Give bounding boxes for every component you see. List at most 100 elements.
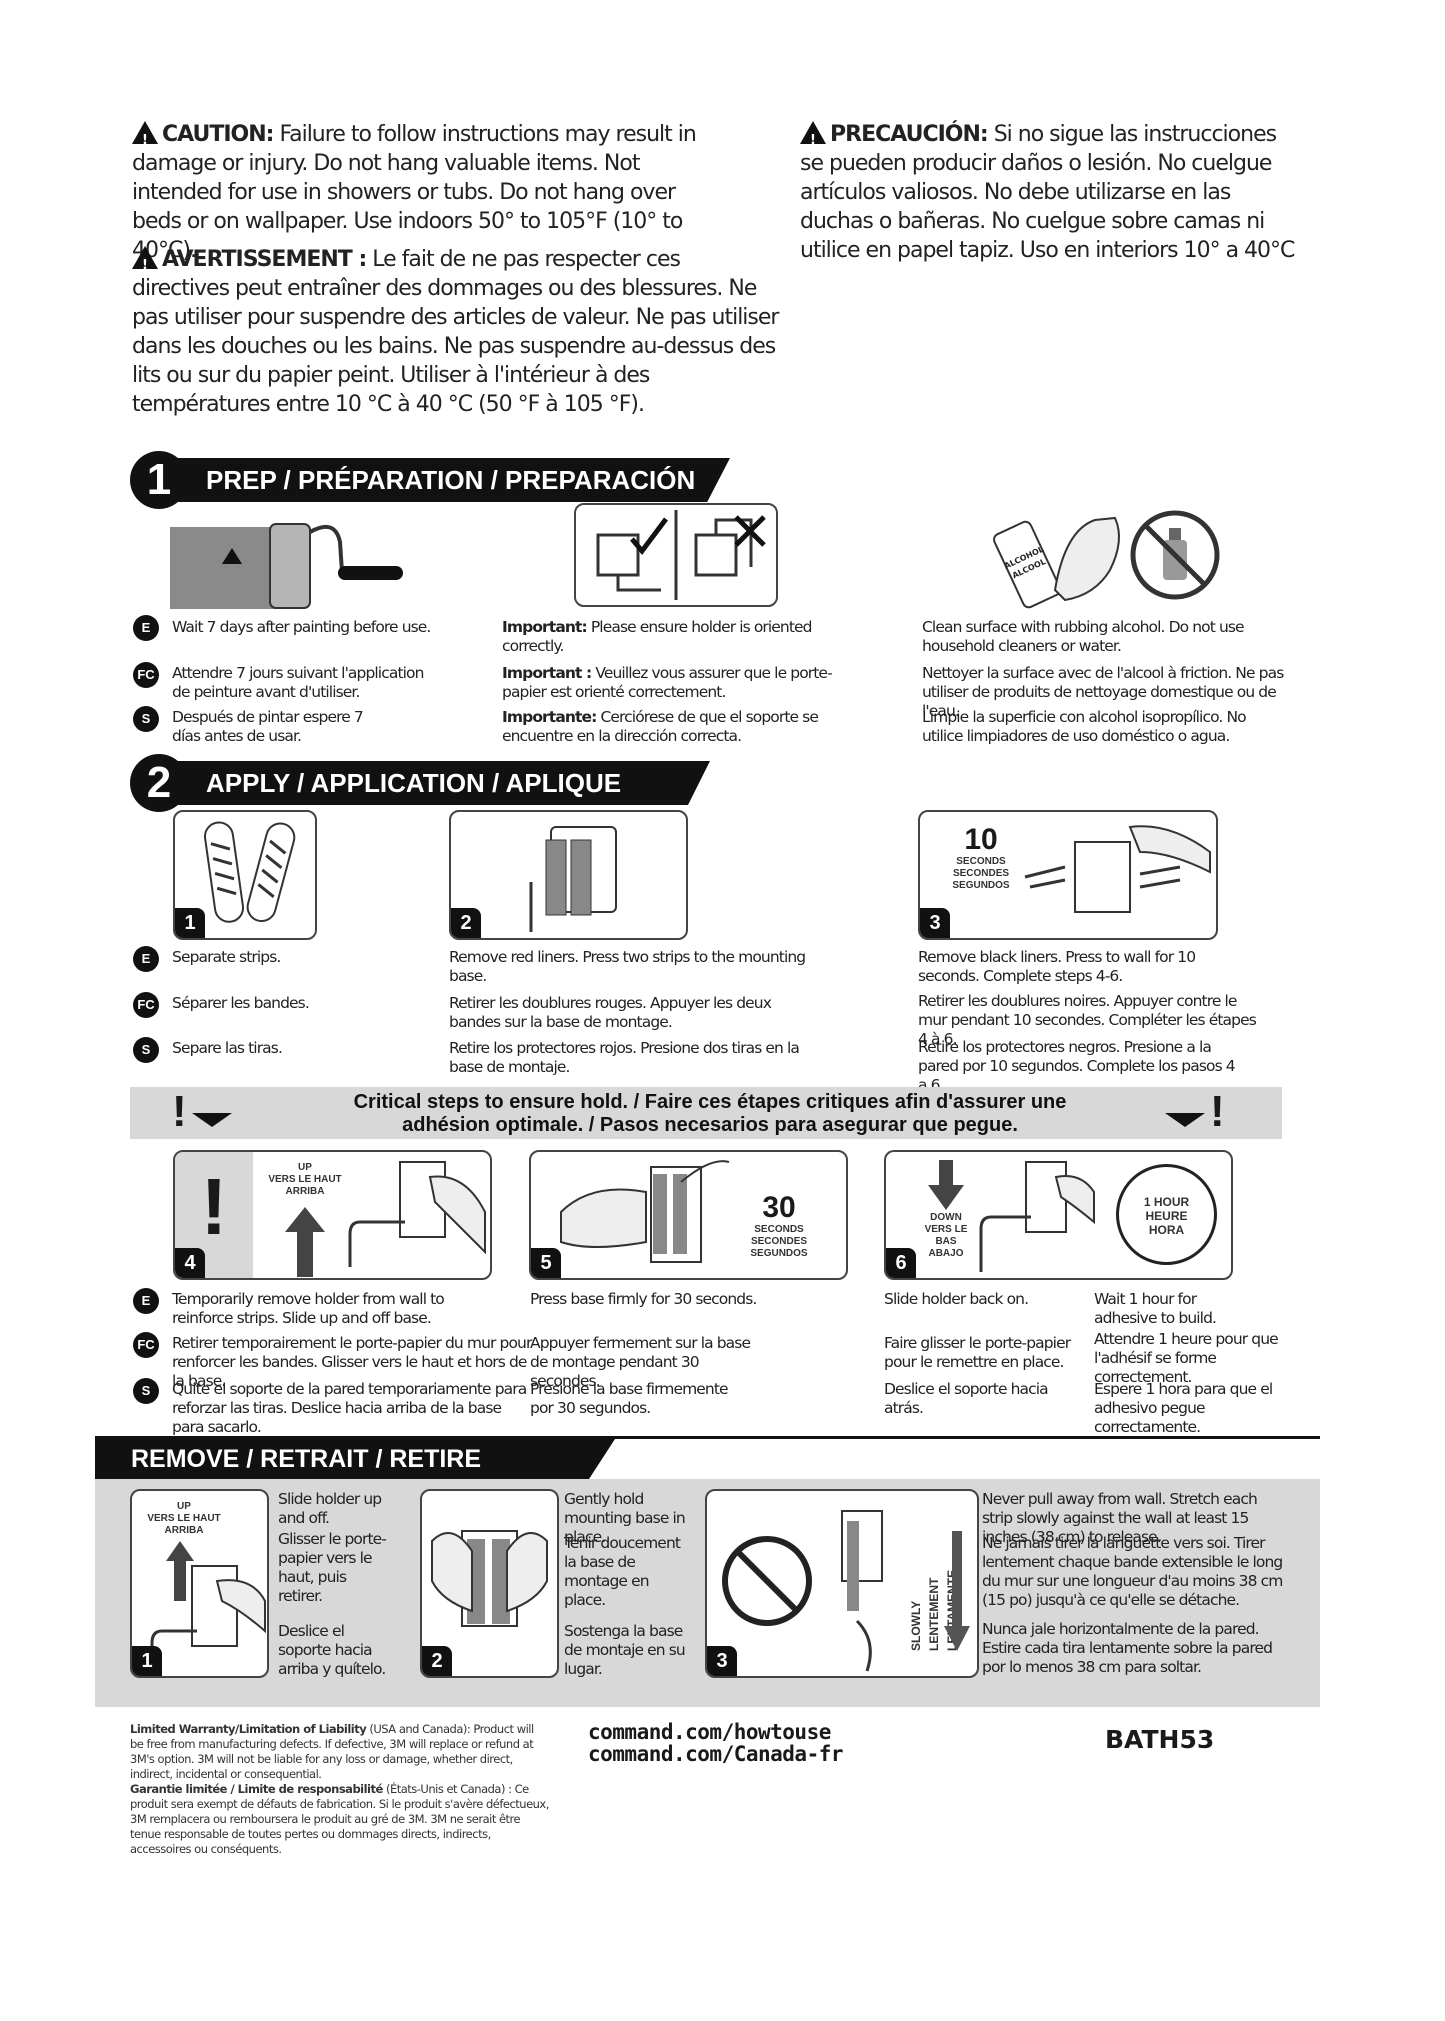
seconds-label-en: SECONDS	[754, 1224, 804, 1235]
s2-step2-en: Remove red liners. Press two strips to t…	[449, 948, 806, 985]
remove-step1-number: 1	[132, 1646, 162, 1676]
slide-back-illustration	[979, 1161, 1095, 1272]
s2-step3-fr: Retirer les doublures noires. Appuyer co…	[918, 992, 1257, 1048]
remove-holder-illustration	[348, 1161, 486, 1267]
warranty-en: Limited Warranty/Limitation of Liability…	[130, 1722, 534, 1781]
s2-step1-en: Separate strips.	[172, 948, 281, 966]
section1-title: PREP / PRÉPARATION / PREPARACIÓN	[206, 465, 696, 495]
lang-badge-en: E	[133, 1288, 159, 1314]
remove-step2-fr: Tenir doucement la base de montage en pl…	[564, 1534, 681, 1609]
critical-step4-number: 4	[175, 1248, 205, 1278]
lang-badge-es: S	[133, 706, 159, 732]
critical-step5-panel: 30 SECONDS SECONDES SEGUNDOS 5	[529, 1150, 848, 1280]
caution-en: CAUTION: Failure to follow instructions …	[132, 118, 722, 265]
section1-number: 1	[130, 451, 188, 509]
critical-step4-panel: ! UP VERS LE HAUT ARRIBA 4	[173, 1150, 492, 1280]
apply-step1-panel: 1	[173, 810, 317, 940]
paint-roller-illustration	[170, 523, 403, 609]
s6-wait-es: Espere 1 hora para que el adhesivo pegue…	[1094, 1380, 1273, 1436]
down-label-fr: VERS LE BAS	[924, 1224, 968, 1247]
precaucion-label: PRECAUCIÓN:	[830, 122, 989, 147]
up-label-es: ARRIBA	[164, 1525, 204, 1536]
stretch-strip-illustration	[722, 1510, 883, 1672]
seconds-label-fr: SECONDES	[952, 868, 1010, 879]
press-base-illustration	[560, 1160, 730, 1263]
lang-badge-es: S	[133, 1378, 159, 1404]
s1-col2-fr: Important : Veuillez vous assurer que le…	[502, 664, 833, 701]
remove-step1-fr: Glisser le porte-papier vers le haut, pu…	[278, 1530, 387, 1605]
remove-step2-es: Sostenga la base de montaje en su lugar.	[564, 1622, 686, 1678]
hour-label-fr: HEURE	[1145, 1209, 1188, 1223]
s5-en: Press base firmly for 30 seconds.	[530, 1290, 757, 1308]
press-wall-illustration	[1024, 825, 1211, 913]
url-canada[interactable]: command.com/Canada-fr	[588, 1742, 844, 1766]
up-label-en: UP	[298, 1162, 312, 1173]
slide-up-illustration	[150, 1541, 266, 1676]
apply-step2-panel: 2	[449, 810, 688, 940]
down-label-en: DOWN	[930, 1212, 962, 1223]
remove-step2-en: Gently hold mounting base in place.	[564, 1490, 686, 1546]
precaucion-text: Si no sigue las instrucciones se pueden …	[800, 122, 1295, 263]
s1-col2-es: Importante: Cerciórese de que el soporte…	[502, 708, 819, 745]
s2-step3-en: Remove black liners. Press to wall for 1…	[918, 948, 1196, 985]
orientation-illustration	[574, 503, 778, 607]
arrow-down-icon	[944, 1531, 970, 1651]
s1-col1-fr: Attendre 7 jours suivant l'application d…	[172, 664, 424, 701]
lang-badge-es: S	[133, 1037, 159, 1063]
critical-bang-left: !	[172, 1087, 187, 1136]
s1-col3-fr: Nettoyer la surface avec de l'alcool à f…	[922, 664, 1284, 720]
remove-step2-number: 2	[422, 1646, 452, 1676]
remove-bar: REMOVE / RETRAIT / RETIRE	[95, 1439, 615, 1479]
one-hour-clock-icon: 1 HOUR HEURE HORA	[1116, 1164, 1217, 1265]
s6-wait-fr: Attendre 1 heure pour que l'adhésif se f…	[1094, 1330, 1279, 1386]
critical-step6-panel: DOWN VERS LE BAS ABAJO 1 HOUR HEURE HORA…	[884, 1150, 1233, 1280]
s2-step2-es: Retire los protectores rojos. Presione d…	[449, 1039, 800, 1076]
arrow-down-icon	[1165, 1113, 1205, 1127]
apply-step3-panel: 10 SECONDS SECONDES SEGUNDOS 3	[918, 810, 1218, 940]
no-pull-icon	[722, 1536, 812, 1626]
caution-fr: AVERTISSEMENT : Le fait de ne pas respec…	[132, 243, 782, 419]
warranty-fr: Garantie limitée / Limite de responsabil…	[130, 1782, 549, 1856]
hour-label-en: 1 HOUR	[1143, 1195, 1190, 1209]
remove-step1-panel: UP VERS LE HAUT ARRIBA 1	[130, 1489, 269, 1678]
lang-badge-en: E	[133, 946, 159, 972]
s2-step3-es: Retire los protectores negros. Presione …	[918, 1038, 1236, 1094]
remove-divider	[95, 1436, 1320, 1439]
s6-fr: Faire glisser le porte-papier pour le re…	[884, 1334, 1071, 1371]
s6-wait-en: Wait 1 hour for adhesive to build.	[1094, 1290, 1217, 1327]
product-code: BATH53	[1105, 1725, 1215, 1754]
s1-col3-en: Clean surface with rubbing alcohol. Do n…	[922, 618, 1245, 655]
slowly-en: SLOWLY	[909, 1600, 923, 1651]
up-label-en: UP	[177, 1501, 191, 1512]
warning-icon	[800, 121, 826, 155]
slowly-label: SLOWLY LENTEMENT LENTAMENTE	[907, 1541, 959, 1651]
section2-bar: APPLY / APPLICATION / APLIQUE	[160, 761, 710, 805]
lang-badge-fr: FC	[133, 662, 159, 688]
apply-step1-number: 1	[175, 908, 205, 938]
critical-bang-right: !	[1210, 1087, 1225, 1136]
section2-number: 2	[130, 754, 188, 812]
remove-step3-en: Never pull away from wall. Stretch each …	[982, 1490, 1258, 1546]
hour-label-es: HORA	[1148, 1223, 1185, 1237]
cleaning-illustration: ALCOHOL ALCOOL	[993, 510, 1220, 609]
s6-es: Deslice el soporte hacia atrás.	[884, 1380, 1049, 1417]
lang-badge-fr: FC	[133, 992, 159, 1018]
section2-title: APPLY / APPLICATION / APLIQUE	[206, 768, 622, 798]
url-howtouse[interactable]: command.com/howtouse	[588, 1720, 831, 1744]
up-label-es: ARRIBA	[285, 1186, 325, 1197]
s2-step1-fr: Séparer les bandes.	[172, 994, 310, 1012]
critical-banner: ! Critical steps to ensure hold. / Faire…	[130, 1087, 1282, 1139]
arrow-up-icon	[285, 1207, 325, 1277]
caution-es: PRECAUCIÓN: Si no sigue las instruccione…	[800, 118, 1300, 265]
apply-step2-number: 2	[451, 908, 481, 938]
down-label-es: ABAJO	[928, 1248, 964, 1259]
apply-step3-seconds-number: 10	[964, 823, 998, 856]
remove-step3-es: Nunca jale horizontalmente de la pared. …	[982, 1620, 1273, 1676]
remove-title: REMOVE / RETRAIT / RETIRE	[131, 1445, 482, 1473]
seconds-label-en: SECONDS	[956, 856, 1006, 867]
s6-en: Slide holder back on.	[884, 1290, 1029, 1308]
s5-es: Presione la base firmemente por 30 segun…	[530, 1380, 729, 1417]
lang-badge-en: E	[133, 615, 159, 641]
remove-step3-panel: SLOWLY LENTEMENT LENTAMENTE 3	[705, 1489, 979, 1678]
hold-base-illustration	[431, 1530, 548, 1627]
